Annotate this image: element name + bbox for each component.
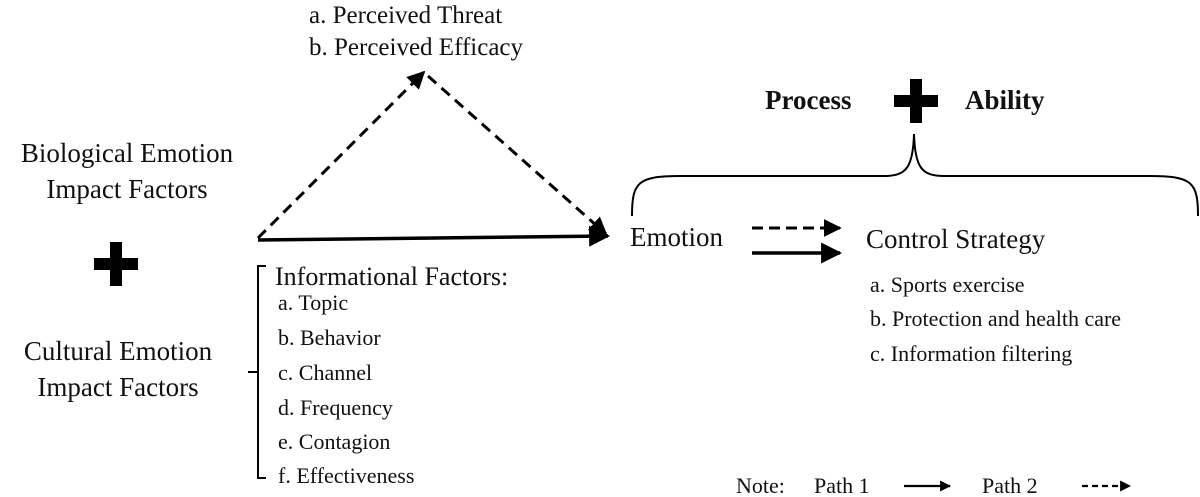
informational-title: Informational Factors: <box>275 262 509 291</box>
solid-arrow-to-emotion <box>257 225 611 247</box>
cultural-line-2: Impact Factors <box>37 372 199 402</box>
informational-item-channel: c. Channel <box>278 360 373 385</box>
informational-item-frequency: d. Frequency <box>278 395 393 420</box>
dashed-arrow-to-mediator <box>256 70 426 240</box>
informational-item-topic: a. Topic <box>278 290 349 315</box>
note-path1: Path 1 <box>814 473 870 497</box>
note-label: Note: <box>736 473 785 497</box>
informational-item-contagion: e. Contagion <box>278 429 391 454</box>
control-strategy-title: Control Strategy <box>866 224 1046 254</box>
note-path2: Path 2 <box>982 473 1038 497</box>
top-curly-brace <box>631 133 1199 217</box>
cultural-line-1: Cultural Emotion <box>23 336 213 366</box>
biological-line-1: Biological Emotion <box>20 138 234 168</box>
mediator-item-threat: a. Perceived Threat <box>309 2 503 29</box>
informational-item-effectiveness: f. Effectiveness <box>278 463 415 488</box>
control-item-protection: b. Protection and health care <box>870 306 1122 331</box>
control-item-filtering: c. Information filtering <box>870 341 1073 366</box>
header-ability: Ability <box>965 85 1045 115</box>
emotion-label: Emotion <box>630 222 723 252</box>
informational-bracket <box>248 265 266 479</box>
biological-line-2: Impact Factors <box>46 174 208 204</box>
mediator-item-efficacy: b. Perceived Efficacy <box>309 34 524 61</box>
dashed-arrow-to-emotion <box>427 74 608 236</box>
control-item-sports: a. Sports exercise <box>870 272 1025 297</box>
header-process: Process <box>765 85 852 115</box>
informational-item-behavior: b. Behavior <box>278 325 381 350</box>
